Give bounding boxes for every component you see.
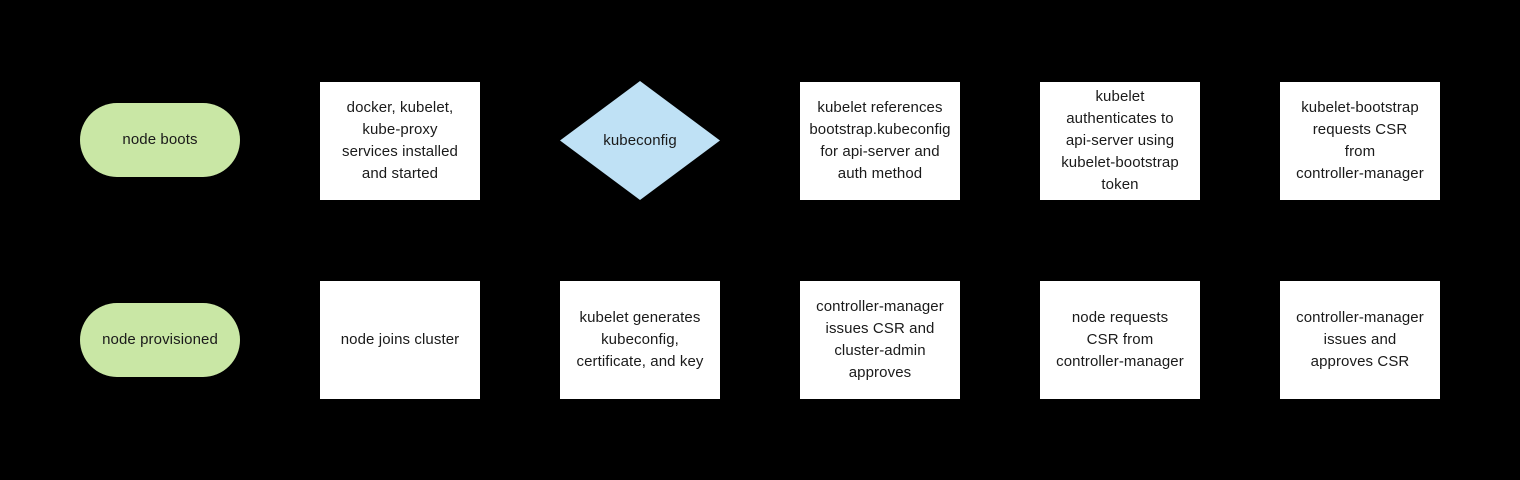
- flow-node-kubelet-bootstrap-requests-csr[interactable]: kubelet-bootstrap requests CSR from cont…: [1280, 82, 1440, 200]
- flow-node-label-kubelet-references-bootstrap: kubelet references bootstrap.kubeconfig …: [809, 99, 951, 182]
- flow-node-services-installed[interactable]: docker, kubelet, kube-proxy services ins…: [320, 82, 480, 200]
- flow-node-node-requests-csr[interactable]: node requests CSR from controller-manage…: [1040, 281, 1200, 399]
- flow-node-label-node-boots: node boots: [122, 131, 198, 148]
- decision-diamond-shape: [560, 81, 720, 200]
- flow-node-label-kubeconfig-decision: kubeconfig: [603, 131, 677, 149]
- flow-node-label-node-joins-cluster: node joins cluster: [340, 331, 460, 348]
- flow-node-label-kubelet-bootstrap-requests-csr: kubelet-bootstrap requests CSR from cont…: [1296, 99, 1424, 182]
- flow-node-controller-manager-approves-csr[interactable]: controller-manager issues and approves C…: [1280, 281, 1440, 399]
- flow-node-label-node-provisioned: node provisioned: [102, 331, 218, 348]
- flow-node-controller-manager-issues-csr[interactable]: controller-manager issues CSR and cluste…: [800, 281, 960, 399]
- flow-node-kubelet-references-bootstrap[interactable]: kubelet references bootstrap.kubeconfig …: [800, 82, 960, 200]
- flow-node-label-services-installed: docker, kubelet, kube-proxy services ins…: [341, 99, 458, 182]
- flow-node-label-kubelet-generates-kubeconfig: kubelet generates kubeconfig, certificat…: [576, 309, 704, 370]
- flow-node-kubelet-generates-kubeconfig[interactable]: kubelet generates kubeconfig, certificat…: [560, 281, 720, 399]
- flow-node-label-controller-manager-issues-csr: controller-manager issues CSR and cluste…: [816, 298, 944, 381]
- flow-node-node-provisioned[interactable]: node provisioned: [80, 303, 240, 377]
- flow-node-kubelet-authenticates[interactable]: kubelet authenticates to api-server usin…: [1040, 82, 1200, 200]
- flow-node-node-boots[interactable]: node boots: [80, 103, 240, 177]
- flow-node-label-controller-manager-approves-csr: controller-manager issues and approves C…: [1296, 309, 1424, 370]
- flow-node-kubeconfig-decision[interactable]: kubeconfig: [560, 81, 720, 200]
- flow-node-node-joins-cluster[interactable]: node joins cluster: [320, 281, 480, 399]
- flow-node-label-kubelet-authenticates: kubelet authenticates to api-server usin…: [1061, 88, 1179, 193]
- flow-node-label-node-requests-csr: node requests CSR from controller-manage…: [1056, 309, 1184, 370]
